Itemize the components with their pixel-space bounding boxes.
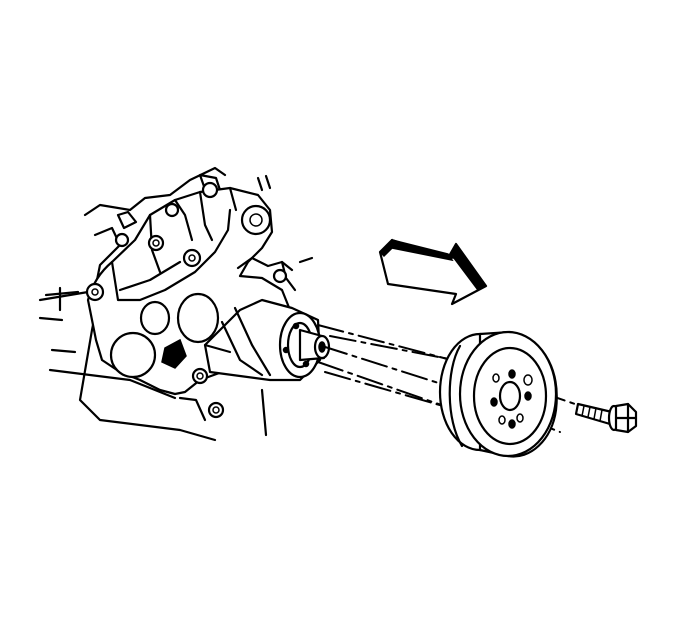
pulley bbox=[438, 330, 558, 458]
water-pump bbox=[203, 298, 331, 382]
install-direction-arrow bbox=[378, 238, 488, 306]
bolt bbox=[574, 402, 638, 434]
